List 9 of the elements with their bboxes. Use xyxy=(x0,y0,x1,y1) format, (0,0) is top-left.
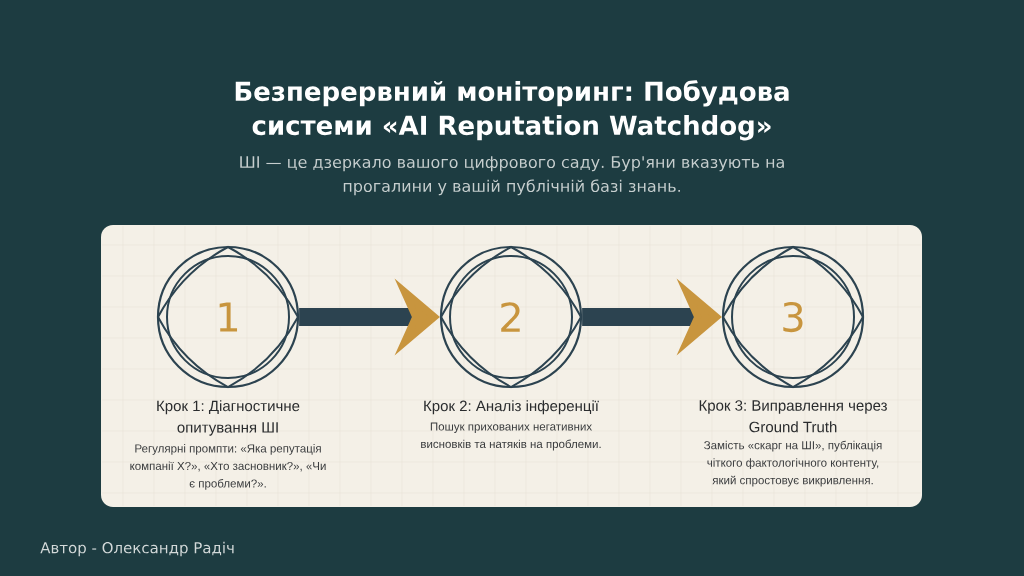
step-heading: Крок 1: Діагностичне опитування ШІ xyxy=(157,400,300,436)
author-credit: Автор - Олександр Радіч xyxy=(40,541,234,557)
title: Безперервний моніторинг: Побудова системи «AI Reputation Watchdog» xyxy=(235,80,789,141)
step-description: Замість «скарг на ШІ», публікація чіткого фактологічного контенту, який спростовує викривлення. xyxy=(704,440,882,487)
subtitle: ШІ — це дзеркало вашого цифрового саду. Бур'яни вказують на прогалини у вашій публічній базі знань. xyxy=(240,156,784,196)
step-description: Регулярні промпти: «Яка репутація компанії Х?», «Хто засновник?», «Чи є проблеми?». xyxy=(130,444,326,490)
step-heading: Крок 3: Виправлення через Ground Truth xyxy=(699,400,887,433)
step-heading: Крок 2: Аналіз інференції xyxy=(424,400,599,415)
step-description: Пошук прихованих негативних висновків та натяків на проблеми. xyxy=(421,422,601,451)
